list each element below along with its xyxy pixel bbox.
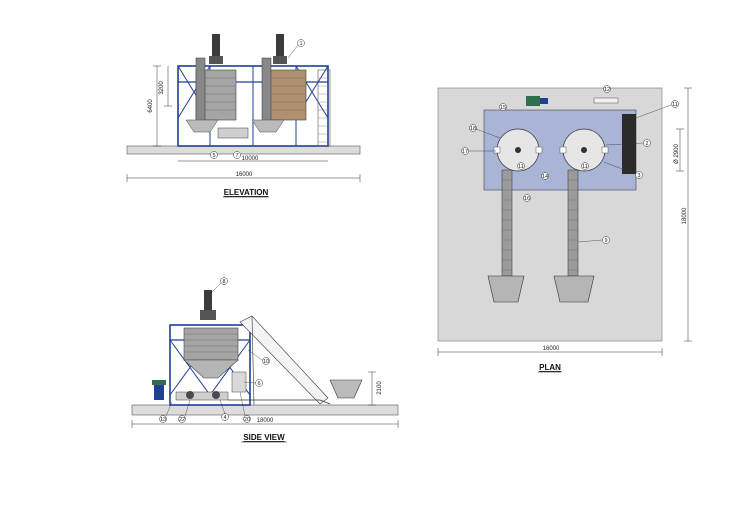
side-balloon-4: 4 (223, 415, 226, 421)
elevation-hopper-left (185, 119, 219, 133)
side-balloon-10: 10 (263, 359, 269, 365)
plan-title: PLAN (539, 363, 561, 372)
side-balloon-6: 6 (257, 381, 260, 387)
plan-dim-width: 16000 (543, 346, 560, 352)
plan-balloon-11-top: 11 (672, 102, 678, 108)
side-balloon-8: 8 (222, 279, 225, 285)
side-ground-slab (131, 404, 399, 416)
elevation-conveyor-right (261, 57, 272, 129)
plan-balloon-15: 15 (500, 105, 506, 111)
side-dim-length: 18000 (257, 418, 274, 424)
plan-balloon-14: 14 (542, 174, 548, 180)
elevation-view: 6400 3200 10000 16000 1 5 7 ELEVATION (126, 34, 361, 198)
elevation-balloon-1: 1 (299, 41, 302, 47)
elevation-stairs (317, 69, 331, 147)
plan-motor (526, 96, 540, 106)
elevation-dim-height-total: 6400 (148, 99, 154, 113)
plan-balloon-12: 12 (604, 87, 610, 93)
side-inclined-conveyor (239, 315, 329, 405)
plan-dim-diameter: Ø 2900 (674, 143, 680, 163)
plan-balloon-2: 2 (645, 141, 648, 147)
side-view: 18000 2100 8 10 6 13 22 4 20 SIDE VIEW (131, 277, 399, 443)
side-balloon-13: 13 (160, 417, 166, 423)
elevation-dim-span-inner: 10000 (242, 156, 259, 162)
elevation-motor-right (276, 34, 284, 58)
plan-balloon-16: 16 (524, 196, 530, 202)
side-motor (204, 290, 212, 312)
side-balloon-22: 22 (179, 417, 185, 423)
elevation-conveyor-left (195, 57, 206, 129)
plan-balloon-18: 18 (470, 126, 476, 132)
elevation-balloon-5: 5 (212, 153, 215, 159)
side-feed-hopper (329, 379, 363, 399)
side-steel-frame (169, 324, 251, 406)
side-balloon-20: 20 (244, 417, 250, 423)
side-tank (183, 327, 239, 361)
side-dim-height-hopper: 2100 (377, 381, 383, 395)
side-title: SIDE VIEW (243, 433, 285, 442)
elevation-balloon-7: 7 (235, 153, 238, 159)
side-pump-skid (175, 391, 229, 401)
plan-balloon-3: 3 (637, 173, 640, 179)
plan-balloon-17: 17 (462, 149, 468, 155)
plan-grating (622, 114, 636, 174)
plan-feed-hopper-left (487, 275, 525, 303)
plan-balloon-11-left: 11 (518, 164, 524, 170)
elevation-motor-left (212, 34, 220, 58)
plan-balloon-9: 9 (604, 238, 607, 244)
side-blue-tank (154, 384, 164, 400)
elevation-ground-slab (126, 145, 361, 155)
plan-dim-depth: 18000 (682, 207, 688, 224)
elevation-dim-height-upper: 3200 (159, 81, 165, 95)
plan-part-12 (593, 97, 619, 104)
plan-feed-hopper-right (553, 275, 595, 303)
elevation-hopper-right (251, 119, 285, 133)
plan-view: 16000 18000 Ø 2900 11 12 15 18 17 14 16 … (437, 85, 692, 373)
plan-balloon-11-right: 11 (582, 164, 588, 170)
elevation-dim-span-total: 16000 (236, 172, 253, 178)
elevation-title: ELEVATION (224, 188, 269, 197)
